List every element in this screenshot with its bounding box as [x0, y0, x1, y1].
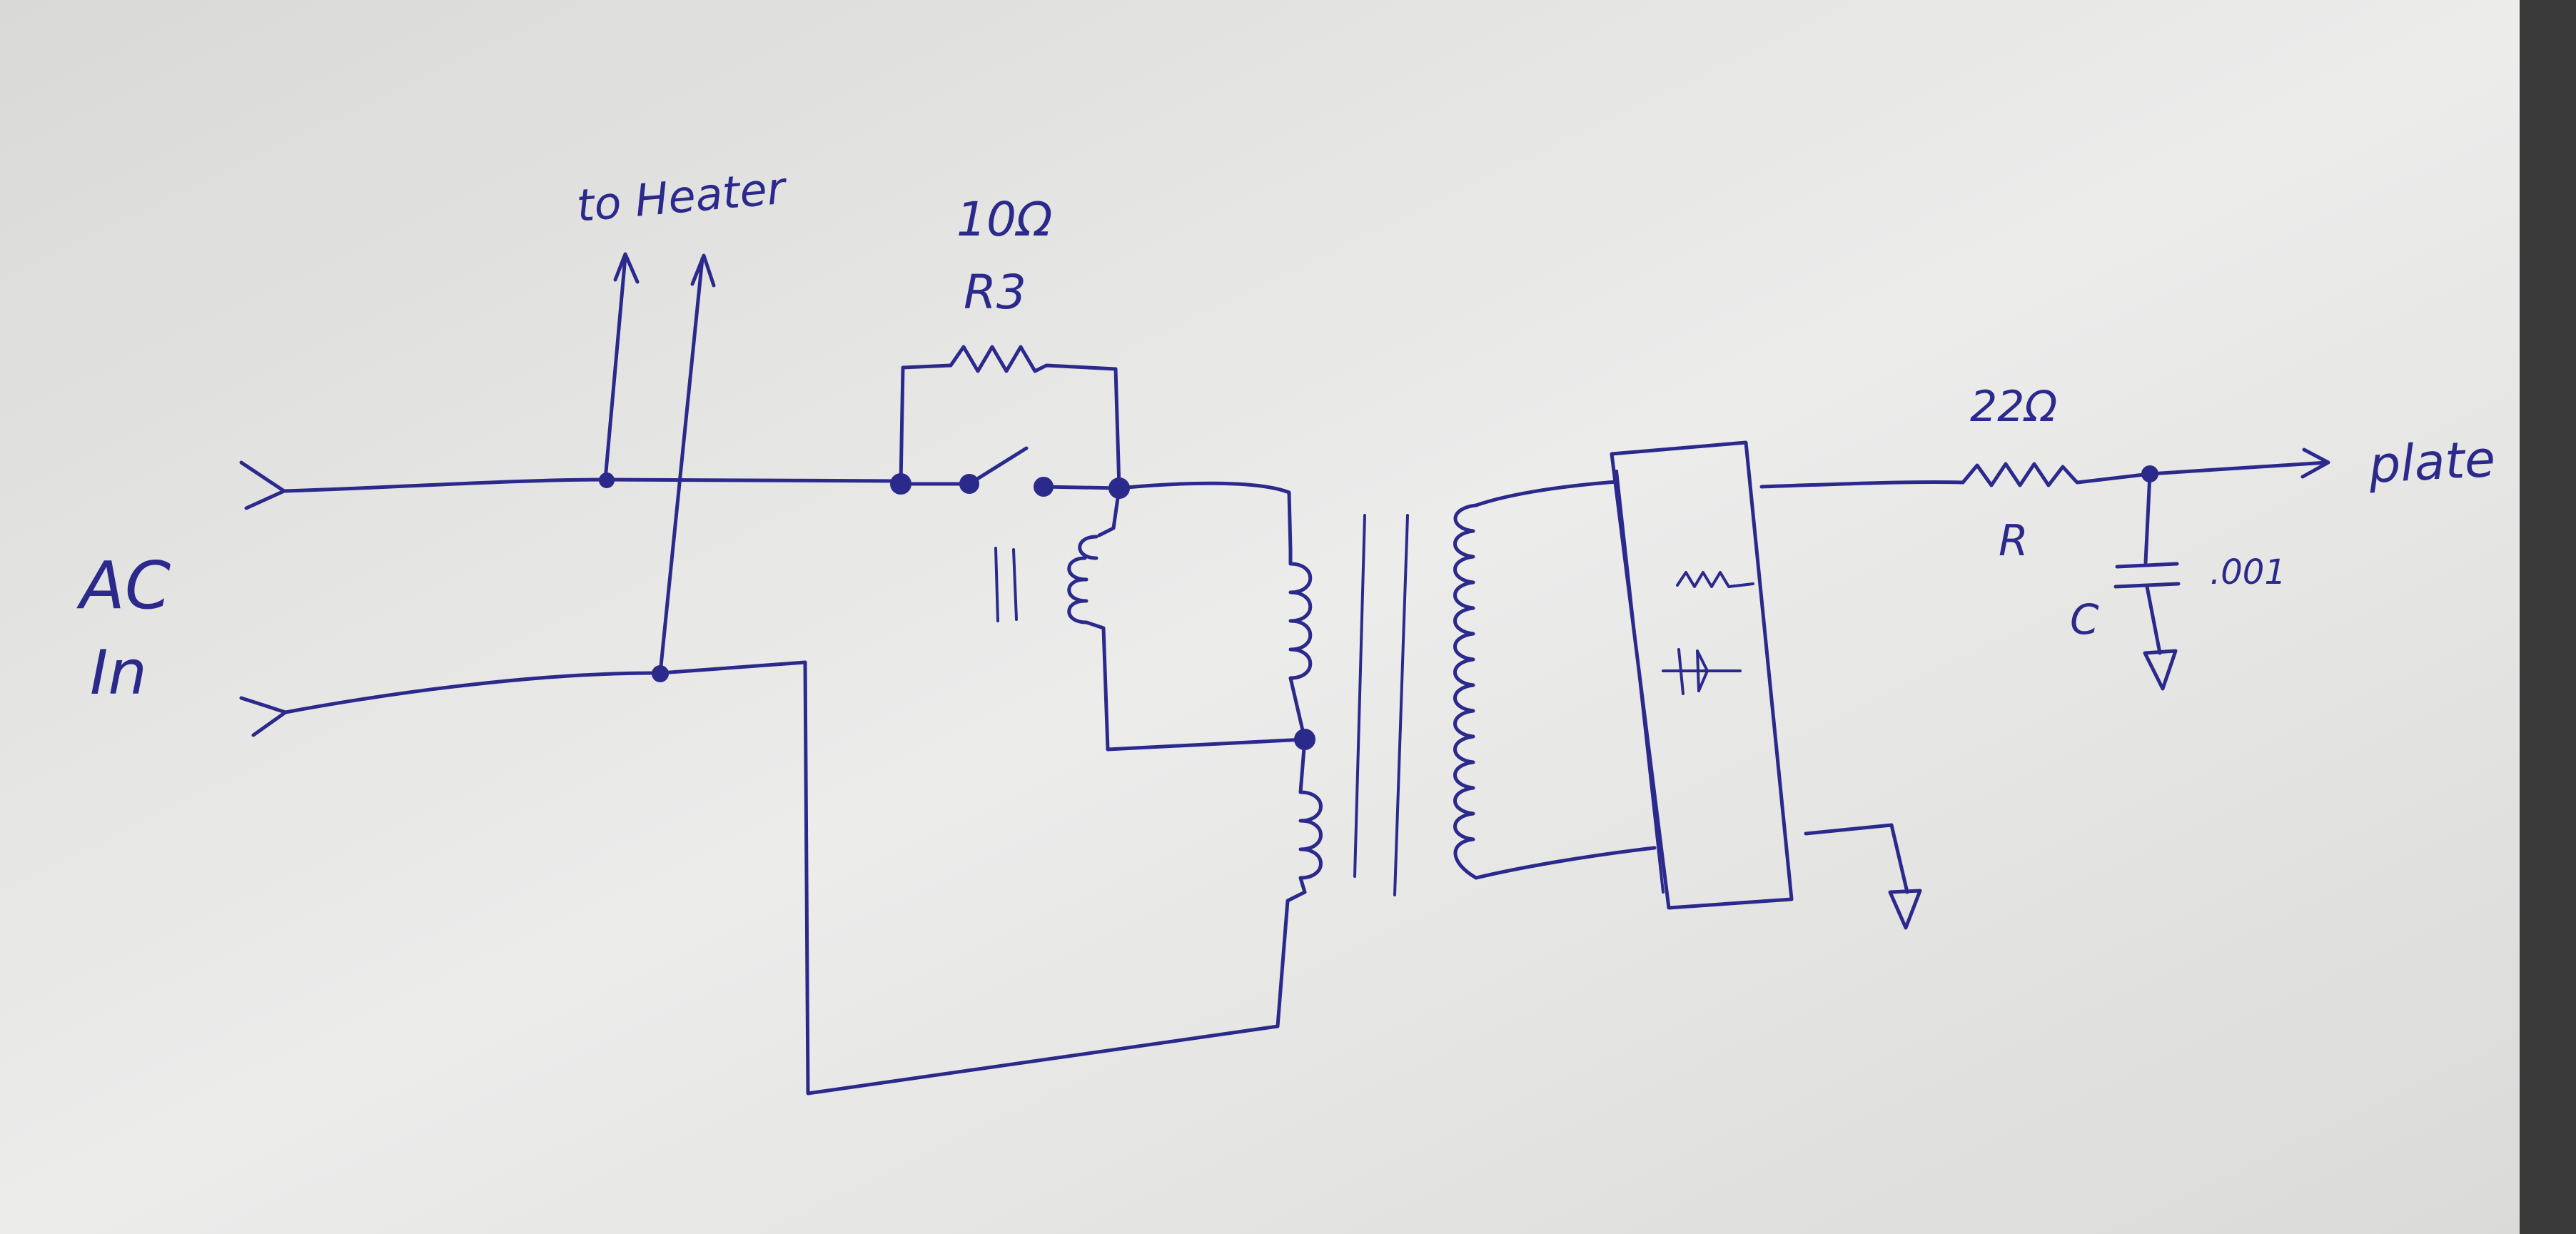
wire-r3-bypass [899, 363, 953, 486]
wire-module-ground [1804, 823, 1909, 894]
resistor-r3 [949, 345, 1121, 490]
arrow-plate [2300, 447, 2330, 479]
wire-cap-bottom [2145, 585, 2162, 655]
transformer-secondary [1453, 503, 1478, 880]
dark-edge [2520, 0, 2576, 1234]
wire-cap-top [2143, 472, 2152, 565]
wire-secondary-top [1474, 480, 1619, 507]
relay-coil [1067, 535, 1307, 752]
capacitor-plate-top [2115, 562, 2179, 569]
wire-return-loop [803, 660, 1307, 1096]
wire-module-output [1759, 480, 1965, 489]
arrow-heater-2 [690, 253, 716, 288]
ground-symbol-module [1888, 889, 1922, 930]
transformer-primary-upper [1288, 547, 1313, 742]
label-plate: plate [2367, 430, 2497, 495]
ground-symbol-cap [2143, 649, 2178, 691]
label-r3-name: R3 [964, 265, 1026, 320]
wire-bottom-line [283, 660, 807, 714]
label-r3-value: 10Ω [956, 192, 1052, 247]
label-in: In [90, 637, 147, 709]
hv-module-resistor-symbol [1676, 571, 1754, 588]
hv-module-box [1610, 440, 1794, 910]
wire-heater-lead-2 [658, 256, 704, 675]
resistor-r [1961, 460, 2329, 487]
junction-heater-1 [599, 472, 615, 488]
transformer-primary-lower [1298, 737, 1323, 894]
hv-module-inner-line [1615, 470, 1665, 894]
wire-relay-to-transformer [1041, 481, 1293, 552]
relay-coil-feed [1097, 486, 1121, 537]
label-ac: AC [76, 547, 171, 624]
relay-switch-contact [899, 446, 1029, 486]
label-cap-value: .001 [2210, 552, 2286, 592]
hv-module-diode-symbol [1662, 648, 1742, 695]
junction-heater-2 [652, 665, 669, 682]
arrow-heater-1 [613, 252, 640, 284]
relay-actuator-marks [994, 547, 1018, 622]
label-cap-name: C [2070, 595, 2099, 644]
label-r-name: R [1999, 516, 2029, 566]
label-r-value: 22Ω [1970, 382, 2057, 432]
transformer-core-line-2 [1393, 514, 1409, 896]
wire-top-line [282, 477, 901, 493]
wire-heater-lead-1 [603, 255, 627, 482]
transformer-core-line-1 [1353, 514, 1366, 878]
wire-secondary-bottom [1474, 846, 1657, 880]
